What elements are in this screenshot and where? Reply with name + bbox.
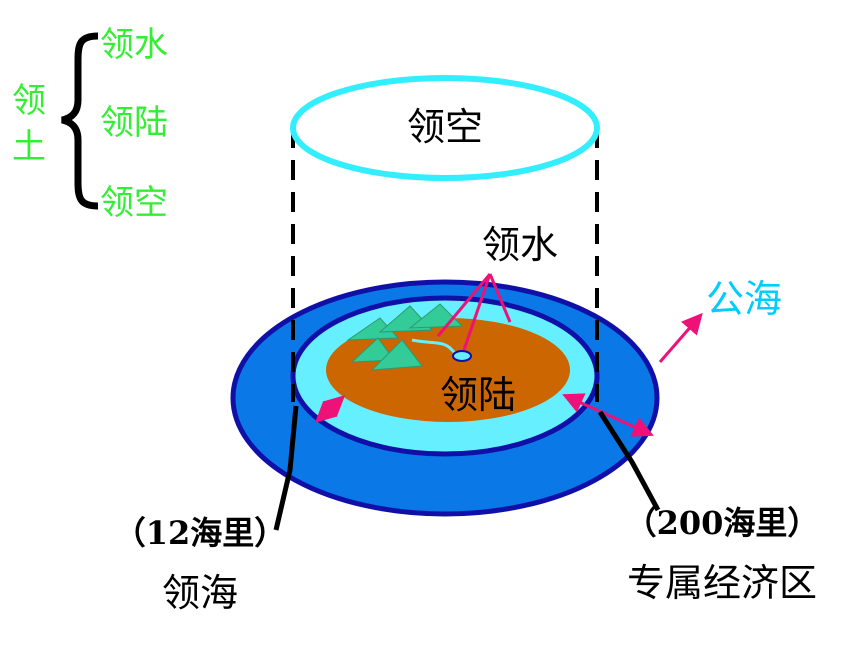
airspace-label: 领空 [407, 105, 483, 149]
airspace-ellipse [290, 75, 600, 181]
territorial-sea-width-arrow [314, 395, 346, 423]
eez-width-arrow [562, 393, 654, 437]
eez-label: 专属经济区 [627, 561, 817, 605]
eez-leader [597, 410, 661, 512]
legend-territory-char-2: 土 [12, 127, 46, 167]
territorial-sea-label: 领海 [162, 571, 238, 615]
legend-brace [61, 32, 99, 210]
territorial-water-pointers [436, 273, 512, 351]
legend-item-land: 领陆 [100, 103, 168, 143]
land-label: 领陆 [440, 373, 516, 417]
legend-territory-char-1: 领 [12, 81, 46, 121]
lake [452, 350, 472, 362]
eez-distance: （200海里） [625, 504, 820, 542]
territorial-water-label: 领水 [482, 223, 558, 267]
high-seas-label: 公海 [706, 277, 782, 321]
high-seas-arrow [658, 312, 703, 363]
territorial-sea-distance: （12海里） [114, 514, 287, 552]
legend-item-water: 领水 [100, 25, 168, 65]
territorial-sea-leader [273, 405, 299, 531]
land-area [326, 318, 570, 422]
legend-item-airspace: 领空 [100, 183, 168, 223]
